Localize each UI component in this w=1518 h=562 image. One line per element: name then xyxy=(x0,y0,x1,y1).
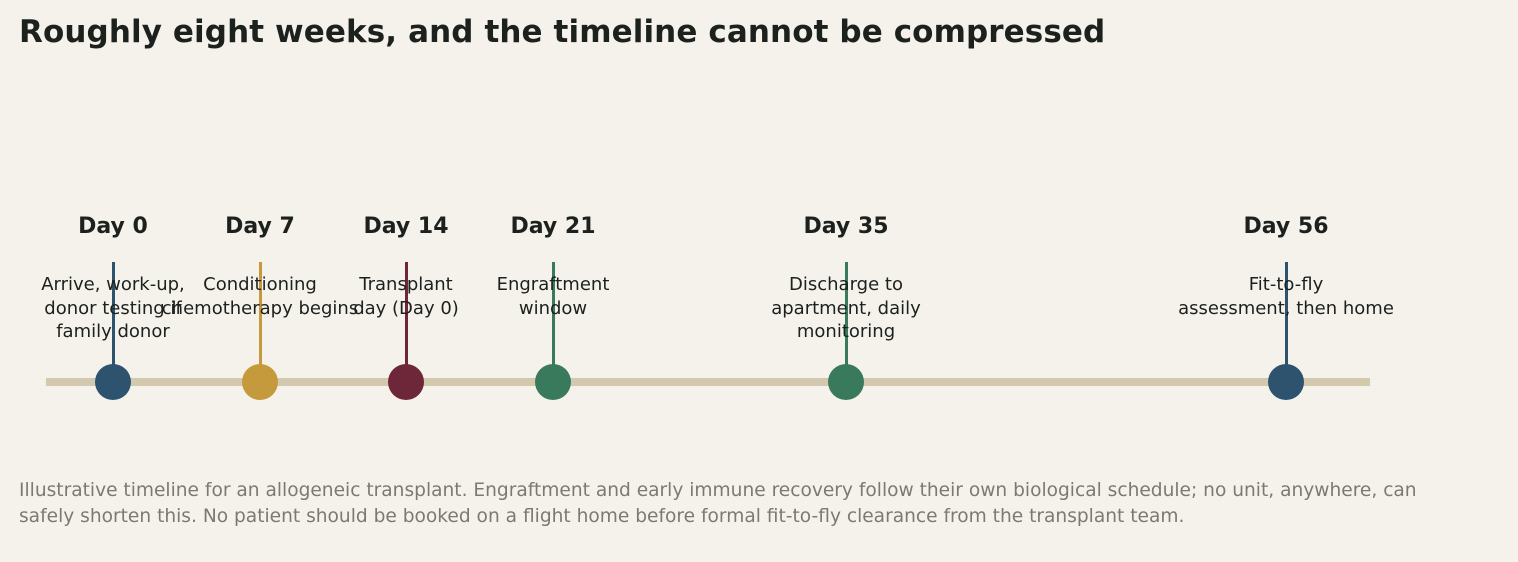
milestone-description-line: family donor xyxy=(56,321,170,342)
milestone-description-line: monitoring xyxy=(796,321,896,342)
milestone-stem xyxy=(404,262,408,374)
milestone-stem xyxy=(1284,262,1288,374)
milestone-stem xyxy=(258,262,262,374)
milestone-description-line: day (Day 0) xyxy=(353,297,459,319)
caption: Illustrative timeline for an allogeneic … xyxy=(19,478,1509,530)
milestone-description-line: chemotherapy begins xyxy=(161,297,359,319)
milestone-dot xyxy=(828,364,864,400)
milestone-day-label: Day 56 xyxy=(1243,214,1329,239)
milestone-description-line: Fit-to-fly xyxy=(1248,274,1324,295)
milestone-description-line: apartment, daily xyxy=(771,297,921,319)
milestone-dot xyxy=(388,364,424,400)
milestone-stem xyxy=(111,262,115,374)
milestone-dot xyxy=(535,364,571,400)
milestone-description-line: Engraftment xyxy=(496,274,610,295)
milestone-description-line: window xyxy=(518,297,588,319)
milestone-description-line: Transplant xyxy=(359,274,453,295)
milestone-description-line: Arrive, work-up, xyxy=(41,274,185,295)
milestone-stem xyxy=(844,262,848,374)
timeline-track xyxy=(46,378,1370,386)
milestone-description-line: Discharge to xyxy=(789,274,903,295)
milestone-description-line: Conditioning xyxy=(203,274,317,295)
milestone-day-label: Day 21 xyxy=(510,214,596,239)
page-title: Roughly eight weeks, and the timeline ca… xyxy=(19,14,1106,50)
milestone-description-line: assessment, then home xyxy=(1178,297,1394,319)
milestone-description-line: donor testing if xyxy=(44,297,182,319)
milestone-dot xyxy=(242,364,278,400)
milestone-day-label: Day 14 xyxy=(363,214,449,239)
milestone-day-label: Day 0 xyxy=(78,214,148,239)
milestone-day-label: Day 7 xyxy=(225,214,295,239)
milestone-stem xyxy=(551,262,555,374)
caption-line: Illustrative timeline for an allogeneic … xyxy=(19,480,1417,501)
caption-line: safely shorten this. No patient should b… xyxy=(19,506,1185,527)
milestone-dot xyxy=(95,364,131,400)
milestone-dot xyxy=(1268,364,1304,400)
milestone-day-label: Day 35 xyxy=(803,214,889,239)
